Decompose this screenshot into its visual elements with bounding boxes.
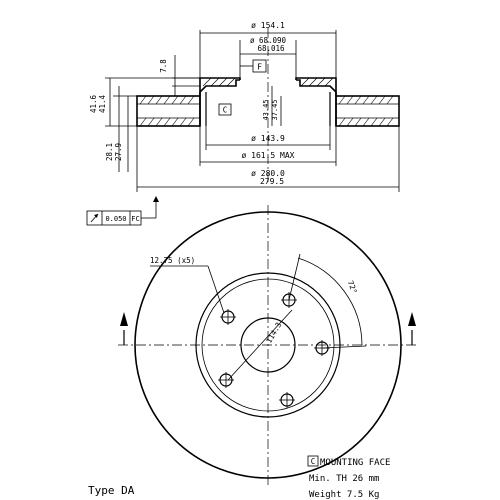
angle-arc	[297, 257, 363, 346]
bolt-holes	[218, 292, 330, 408]
dim-pcd: 114.3	[264, 321, 283, 345]
mounting-face-note: MOUNTING FACE	[320, 458, 390, 468]
dim-total-height-1: 41.6	[89, 94, 98, 113]
mounting-c: C	[311, 457, 316, 466]
hat-wall	[199, 79, 337, 126]
datum-c: C	[223, 106, 228, 115]
dim-max: ø 161.5 MAX	[242, 151, 295, 160]
runout-value: 0.050	[105, 215, 126, 223]
dim-total-height-2: 41.4	[98, 94, 107, 113]
mounting-c-box	[307, 455, 319, 467]
type-label: Type DA	[88, 484, 135, 497]
section-arrow-left	[120, 312, 128, 345]
dim-disc-1: ø 280.0	[251, 169, 285, 178]
hat-top	[199, 77, 337, 96]
dim-angle: 72°	[346, 279, 359, 295]
vent-hatch-left	[139, 95, 195, 127]
dim-disc-2: 279.5	[260, 177, 284, 186]
dim-hat-height-2: 37.45	[271, 99, 279, 120]
dim-flange: 7.8	[159, 59, 168, 73]
dim-outer-top: ø 154.1	[251, 21, 285, 30]
vent-hatch-right	[338, 95, 394, 127]
bolt-hole	[220, 309, 236, 325]
section-view: ø 154.1 ø 68.090 68.016 F 7.8 41.6 41.4 …	[86, 21, 400, 226]
dim-inner: ø 143.9	[251, 134, 285, 143]
dim-bolt-holes: 12.75 (x5)	[150, 256, 195, 265]
dim-hub-1: ø 68.090	[250, 36, 287, 45]
section-arrow-right	[408, 312, 416, 345]
front-view: 114.3 12.75 (x5) 72°	[118, 205, 418, 488]
fc-ref: FC	[131, 215, 139, 223]
datum-c-box	[218, 103, 232, 116]
dim-thickness-1: 28.1	[105, 143, 114, 161]
runout-frame: 0.050 FC	[86, 196, 159, 226]
dim-thickness-2: 27.9	[114, 143, 123, 161]
bolt-hole	[218, 372, 234, 388]
datum-f: F	[257, 63, 262, 72]
notes: C MOUNTING FACE Min. TH 26 mm Weight 7.5…	[88, 455, 390, 500]
dim-hub-2: 68.016	[257, 44, 285, 53]
pcd-line	[227, 309, 293, 381]
dim-hat-height-1: 43.45	[262, 99, 270, 120]
weight-note: Weight 7.5 Kg	[309, 490, 379, 500]
hat-hatch	[202, 77, 334, 87]
min-thickness-note: Min. TH 26 mm	[309, 474, 379, 484]
bolt-hole	[279, 392, 295, 408]
